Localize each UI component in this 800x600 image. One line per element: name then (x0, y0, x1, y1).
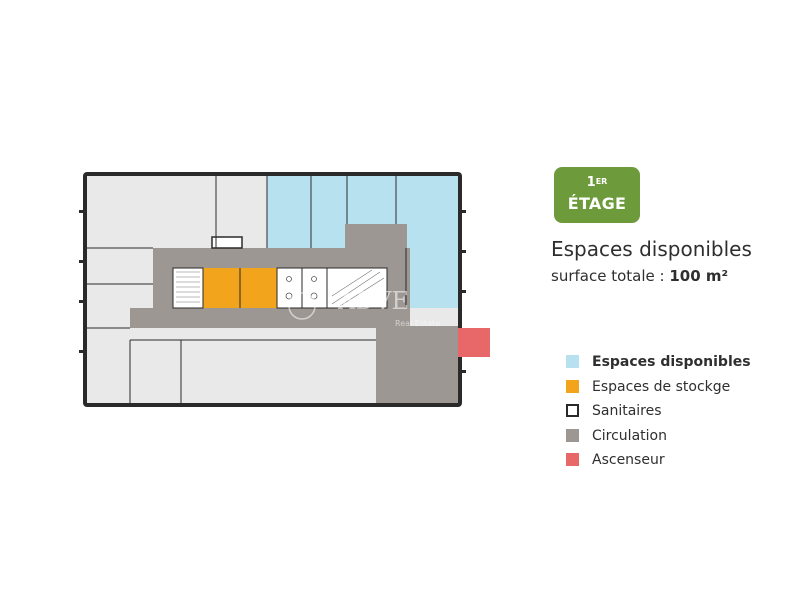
partition-walls (87, 176, 407, 403)
level-superscript: ER (595, 177, 608, 186)
elevator-shaft (458, 328, 490, 357)
legend-swatch (566, 404, 579, 417)
legend-swatch (566, 380, 579, 393)
legend-swatch (566, 453, 579, 466)
watermark-subtitle: Real Estate (395, 319, 440, 328)
sanitary-area (276, 267, 328, 309)
stairwell-right (326, 267, 388, 309)
watermark: ADVE Real Estate (288, 287, 440, 328)
circulation-area (130, 224, 458, 403)
watermark-brand: ADVE (337, 287, 409, 315)
legend-label: Espaces de stockge (592, 379, 731, 395)
level-label: ÉTAGE (567, 194, 627, 213)
service-duct (211, 236, 243, 249)
window-frames (79, 210, 466, 373)
page-title: Espaces disponibles (551, 237, 752, 261)
stairwell-left (172, 267, 204, 309)
legend-label: Espaces disponibles (592, 354, 751, 370)
legend-swatch (566, 355, 579, 368)
level-badge: 1ER ÉTAGE (554, 167, 640, 223)
surface-total: surface totale : 100 m² (551, 266, 728, 286)
legend-label: Sanitaires (592, 403, 662, 419)
level-number: 1ER (586, 175, 608, 190)
surface-value: 100 m² (669, 267, 729, 285)
legend-label: Ascenseur (592, 452, 665, 468)
legend-swatch (566, 429, 579, 442)
legend-label: Circulation (592, 428, 667, 444)
surface-label: surface totale : (551, 267, 665, 285)
